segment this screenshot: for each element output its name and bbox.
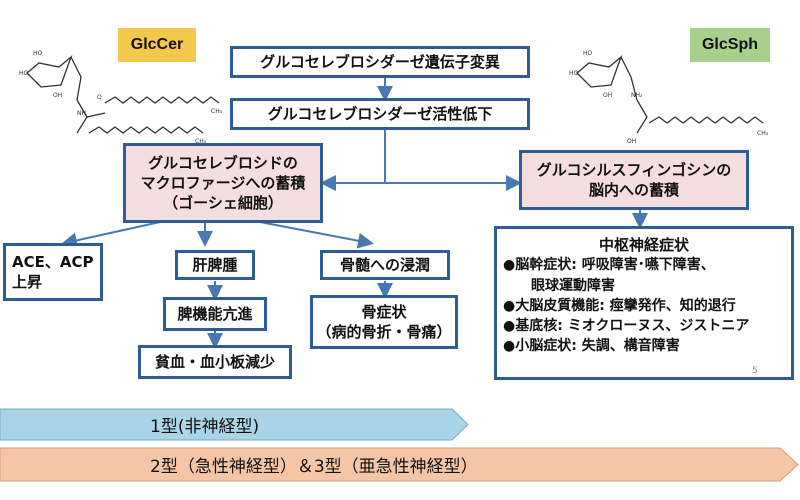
ace-line-2: 上昇 [12, 273, 43, 291]
cns-item: 眼球運動障害 [503, 277, 615, 294]
type23-band: 2型（急性神経型）＆3型（亜急性神経型） [0, 447, 800, 482]
accum-line-2: マクロファージへの蓄積 [140, 173, 306, 192]
hypersplenism-box: 脾機能亢進 [163, 297, 267, 331]
glccer-structure-illustration: HO HO OH NH O CH₃ CH₃ [19, 50, 223, 145]
svg-text:HO: HO [569, 70, 579, 77]
hepatosplenomegaly-box: 肝脾腫 [175, 250, 255, 280]
enzyme-activity-box: グルコセレブロシダーゼ活性低下 [230, 98, 530, 130]
cns-item: ●基底核: ミオクローヌス、ジストニア [503, 318, 750, 335]
cns-item: ●脳幹症状: 呼吸障害･嚥下障害、 [503, 257, 715, 274]
svg-text:HO: HO [583, 50, 593, 57]
svg-text:NH: NH [77, 110, 86, 117]
cns-title: 中枢神経症状 [598, 236, 689, 254]
svg-text:OH: OH [603, 92, 612, 99]
svg-text:O: O [97, 94, 102, 101]
svg-text:CH₃: CH₃ [757, 130, 769, 137]
type23-label: 2型（急性神経型）＆3型（亜急性神経型） [150, 457, 478, 477]
cns-symptoms-box: 中枢神経症状 ●脳幹症状: 呼吸障害･嚥下障害、 眼球運動障害 ●大脳皮質機能:… [494, 226, 794, 380]
marrow-infiltration-box: 骨髄への浸潤 [320, 250, 450, 280]
glcsph-structure-illustration: HO HO OH NH₂ OH CH₃ [569, 50, 769, 145]
type1-label: 1型(非神経型) [150, 417, 260, 437]
macrophage-accumulation-box: グルコセレブロシドの マクロファージへの蓄積 （ゴーシェ細胞） [123, 143, 323, 223]
type1-band: 1型(非神経型) [0, 408, 470, 441]
arrow-to-ace [61, 221, 161, 249]
arrow-to-marrow [259, 221, 374, 249]
glccer-tag: GlcCer [118, 28, 196, 62]
page-number: 5 [752, 366, 758, 376]
brain-accumulation-box: グルコシルスフィンゴシンの 脳内への蓄積 [519, 150, 749, 210]
svg-text:HO: HO [19, 70, 29, 77]
brain-line-1: グルコシルスフィンゴシンの [536, 160, 732, 179]
gene-mutation-box: グルコセレブロシダーゼ遺伝子変異 [230, 46, 530, 78]
type23-band-arrow [0, 447, 799, 482]
ace-acp-box: ACE、ACP 上昇 [3, 243, 103, 301]
cns-item: ●大脳皮質機能: 痙攣発作、知的退行 [503, 297, 736, 314]
glcsph-tag: GlcSph [690, 28, 770, 62]
bone-symptoms-box: 骨症状 （病的骨折・骨痛） [310, 295, 458, 349]
bone-line-1: 骨症状 [361, 302, 407, 321]
svg-text:HO: HO [33, 50, 43, 57]
svg-text:OH: OH [627, 138, 636, 145]
type1-band-arrow [0, 408, 469, 441]
svg-text:OH: OH [53, 92, 62, 99]
bone-line-2: （病的骨折・骨痛） [316, 323, 452, 341]
svg-text:CH₃: CH₃ [211, 108, 223, 115]
accum-line-3: （ゴーシェ細胞） [163, 194, 283, 213]
accum-line-1: グルコセレブロシドの [148, 153, 298, 172]
ace-line-1: ACE、ACP [12, 252, 94, 271]
svg-text:CH₃: CH₃ [195, 138, 207, 145]
anemia-thrombocytopenia-box: 貧血・血小板減少 [138, 345, 292, 379]
svg-text:NH₂: NH₂ [631, 92, 643, 99]
cns-item: ●小脳症状: 失調、構音障害 [503, 338, 680, 355]
brain-line-2: 脳内への蓄積 [588, 181, 679, 199]
